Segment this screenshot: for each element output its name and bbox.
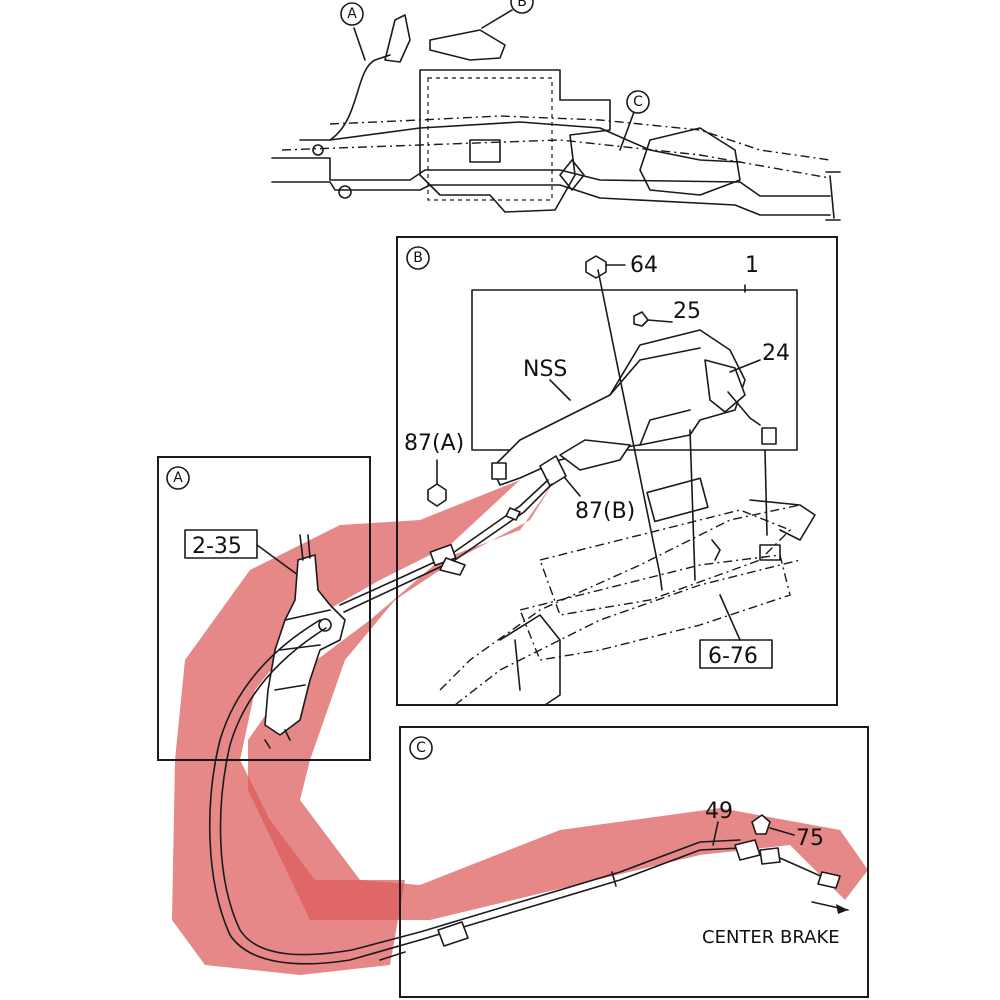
callout-a: A (173, 470, 183, 486)
callout-b: B (413, 250, 423, 266)
detail-box-b: B (396, 236, 838, 706)
ref-6-76: 6-76 (708, 644, 758, 669)
label-part-87a: 87(A) (404, 431, 464, 456)
callout-b-top: B (517, 0, 527, 10)
label-part-75: 75 (796, 826, 824, 851)
brake-cable (209, 479, 841, 965)
label-part-1: 1 (745, 253, 759, 278)
cable-route-highlight (172, 480, 868, 975)
note-center-brake: CENTER BRAKE (702, 927, 840, 948)
callout-c-top: C (633, 94, 643, 110)
label-part-49: 49 (705, 799, 733, 824)
label-part-87b: 87(B) (575, 499, 635, 524)
label-part-25: 25 (673, 299, 701, 324)
label-nss: NSS (523, 357, 567, 382)
callout-c: C (416, 740, 426, 756)
ref-2-35: 2-35 (192, 534, 242, 559)
vehicle-overview: A B C (271, 0, 841, 221)
label-part-64: 64 (630, 253, 658, 278)
detail-box-a: A 2-35 (157, 456, 371, 761)
callout-a-top: A (347, 6, 357, 22)
label-part-24: 24 (762, 341, 790, 366)
detail-box-c: C 49 75 CENTER BRAKE (399, 726, 869, 998)
